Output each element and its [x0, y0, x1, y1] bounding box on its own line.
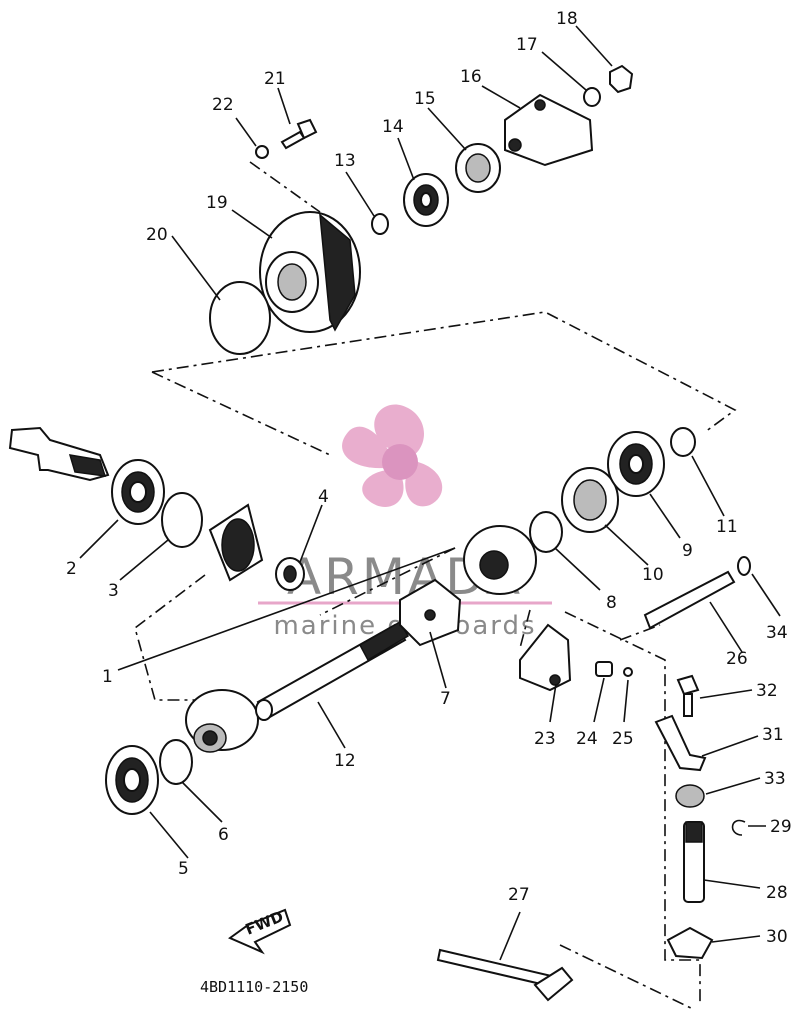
callout-8: 8 — [606, 593, 617, 613]
shim-3 — [161, 492, 203, 548]
bearing-5 — [105, 745, 159, 815]
callout-18: 18 — [556, 9, 578, 29]
dog-clutch-7 — [399, 578, 462, 647]
bushing-33 — [675, 784, 705, 808]
shaft-12 — [255, 620, 410, 721]
washer-17 — [583, 87, 601, 107]
callout-6: 6 — [218, 825, 229, 845]
shim-6 — [159, 739, 193, 785]
callout-16: 16 — [460, 67, 482, 87]
leader-lines — [79, 25, 781, 961]
callout-17: 17 — [516, 35, 538, 55]
shim-8 — [529, 511, 563, 553]
assembly-line-gear — [134, 574, 206, 701]
callout-31: 31 — [762, 725, 784, 745]
clip-11 — [670, 427, 696, 457]
callout-32: 32 — [756, 681, 778, 701]
shift-shaft-28 — [683, 821, 705, 903]
callout-29: 29 — [770, 817, 792, 837]
callout-9: 9 — [682, 541, 693, 561]
armada-logo — [342, 404, 443, 507]
assembly-line-shift — [559, 611, 701, 1011]
callout-13: 13 — [334, 151, 356, 171]
spring-24 — [595, 661, 613, 677]
bolt-21 — [280, 118, 318, 150]
callout-15: 15 — [414, 89, 436, 109]
bevel-gear-1-lower — [185, 689, 259, 753]
callout-33: 33 — [764, 769, 786, 789]
assembly-line-top-frame — [151, 311, 737, 433]
callout-11: 11 — [716, 517, 738, 537]
shift-rod-26 — [643, 570, 736, 630]
callouts: 1 2 3 4 5 6 7 8 9 10 11 12 13 14 15 16 1… — [66, 9, 792, 947]
callout-25: 25 — [612, 729, 634, 749]
clip-29 — [731, 819, 746, 836]
assembly-line-left-frame — [151, 161, 331, 456]
lever-31 — [654, 714, 707, 772]
bushing-10 — [561, 467, 619, 533]
housing-19 — [259, 211, 361, 333]
callout-4: 4 — [318, 487, 329, 507]
bolt-32 — [676, 674, 700, 717]
bevel-gear-right — [463, 525, 537, 595]
callout-34: 34 — [766, 623, 788, 643]
shift-cam-23 — [519, 623, 572, 692]
nut-18 — [609, 64, 634, 94]
yoke-16 — [504, 93, 594, 167]
oring-13 — [371, 213, 389, 235]
callout-2: 2 — [66, 559, 77, 579]
callout-7: 7 — [440, 689, 451, 709]
gasket-20 — [209, 281, 271, 355]
callout-10: 10 — [642, 565, 664, 585]
assembly-line-rod — [619, 624, 661, 641]
callout-27: 27 — [508, 885, 530, 905]
callout-5: 5 — [178, 859, 189, 879]
bearing-14 — [403, 173, 449, 227]
seal-15 — [455, 143, 501, 193]
oring-34 — [737, 556, 751, 576]
callout-19: 19 — [206, 193, 228, 213]
bevel-gear-1 — [208, 503, 264, 582]
callout-12: 12 — [334, 751, 356, 771]
reference-code: 4BD1110-2150 — [200, 978, 308, 996]
propeller-hub — [382, 444, 418, 480]
ball-25 — [623, 667, 633, 677]
washer-22 — [255, 145, 269, 159]
callout-1: 1 — [102, 667, 113, 687]
callout-28: 28 — [766, 883, 788, 903]
callout-21: 21 — [264, 69, 286, 89]
drive-shaft — [8, 426, 110, 482]
callout-3: 3 — [108, 581, 119, 601]
callout-22: 22 — [212, 95, 234, 115]
forward-arrow: FWD — [227, 907, 292, 955]
callout-24: 24 — [576, 729, 598, 749]
callout-23: 23 — [534, 729, 556, 749]
callout-20: 20 — [146, 225, 168, 245]
bearing-2 — [111, 459, 165, 525]
shift-rod-27 — [436, 948, 574, 1002]
callout-14: 14 — [382, 117, 404, 137]
callout-26: 26 — [726, 649, 748, 669]
callout-30: 30 — [766, 927, 788, 947]
plate-30 — [666, 926, 714, 960]
nut-4 — [275, 557, 305, 591]
propeller-icon — [342, 404, 443, 507]
bearing-9 — [607, 431, 665, 497]
assembly-line-shaft — [319, 547, 531, 649]
